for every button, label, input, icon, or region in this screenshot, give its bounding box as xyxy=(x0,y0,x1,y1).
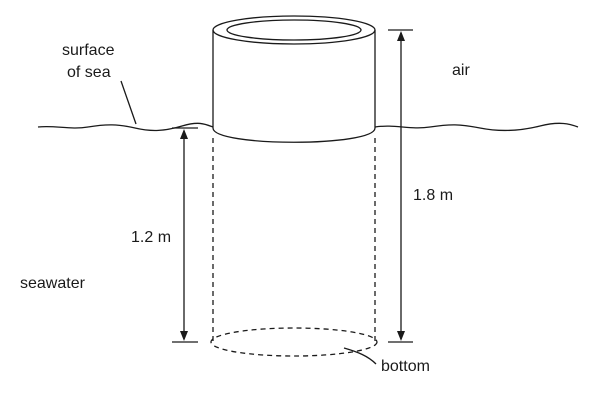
cylinder-bottom-ellipse xyxy=(210,327,378,357)
height-arrowhead-top xyxy=(397,31,405,41)
bottom-label: bottom xyxy=(381,358,430,375)
sea-surface-line-right xyxy=(374,122,579,132)
surface-leader-line xyxy=(120,80,137,125)
cylinder-top-inner-rim xyxy=(226,19,362,41)
submerged-depth-label: 1.2 m xyxy=(131,229,172,246)
sea-surface-line-left xyxy=(37,122,214,132)
depth-arrowhead-bottom xyxy=(180,331,188,341)
total-height-label: 1.8 m xyxy=(413,187,454,204)
air-label: air xyxy=(452,62,470,79)
depth-arrowhead-top xyxy=(180,129,188,139)
seawater-label: seawater xyxy=(20,275,85,292)
surface-of-sea-label-line2: of sea xyxy=(67,64,111,81)
surface-of-sea-label-line1: surface xyxy=(62,42,115,59)
height-arrowhead-bottom xyxy=(397,331,405,341)
cylinder-waterline-edge xyxy=(212,127,376,143)
bottom-leader-line xyxy=(343,347,377,365)
